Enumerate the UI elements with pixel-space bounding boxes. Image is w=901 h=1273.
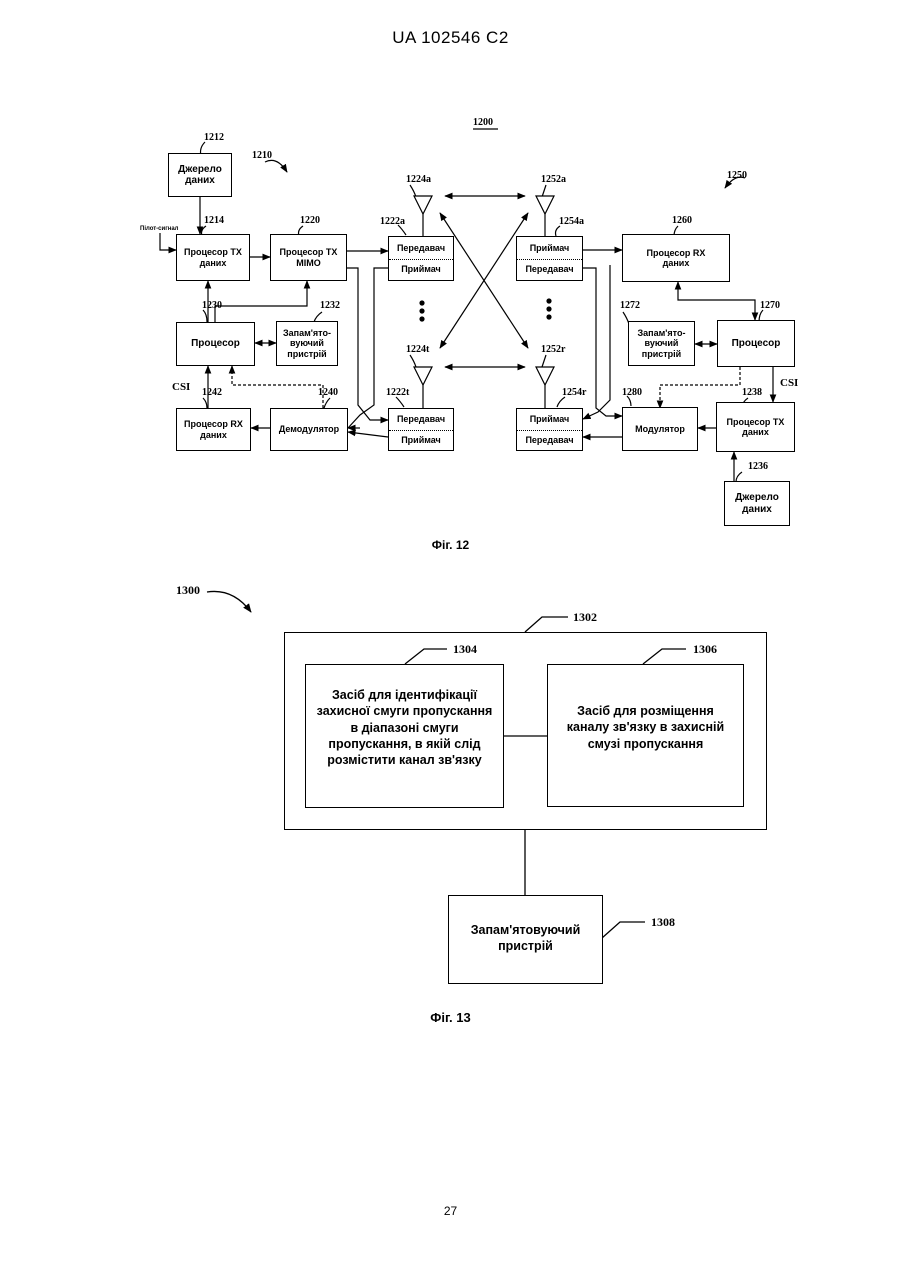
memory-device-box: Запам'ятовуючий пристрій: [448, 895, 603, 984]
identify-guard-band-box: Засіб для ідентифікації захисної смуги п…: [305, 664, 504, 808]
ref-1308: 1308: [651, 915, 675, 930]
place-channel-box: Засіб для розміщення каналу зв'язку в за…: [547, 664, 744, 807]
ref-1300: 1300: [176, 583, 200, 598]
ref-1302: 1302: [573, 610, 597, 625]
page-number: 27: [0, 1204, 901, 1218]
fig13-caption: Фіг. 13: [0, 1010, 901, 1025]
